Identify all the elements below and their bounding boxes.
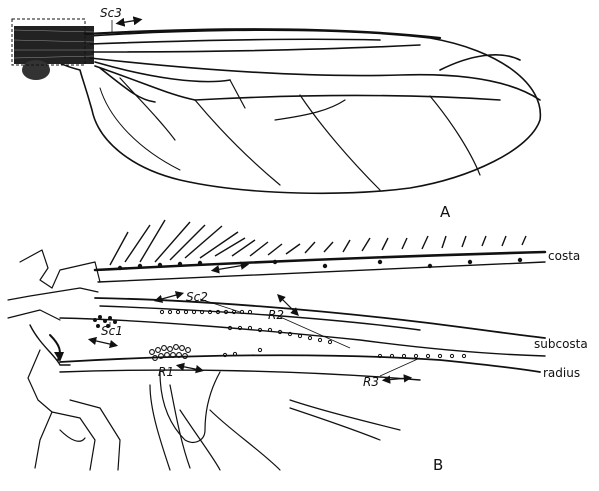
label-sc2: Sc2 (186, 290, 208, 304)
label-costa: costa (548, 249, 580, 263)
label-radius: radius (543, 366, 580, 380)
wing-outline-a (38, 30, 540, 193)
label-r1: R1 (158, 365, 174, 379)
arrow-sc3-a (120, 20, 138, 23)
wing-base-hatching-a (14, 26, 94, 80)
veins-a (90, 39, 540, 190)
radius-vein-b (60, 355, 540, 372)
label-sc1: Sc1 (101, 324, 123, 338)
label-subcosta: subcosta (534, 337, 588, 351)
panel-b-letter: B (433, 456, 443, 474)
thorax-sclerites-b (8, 250, 400, 470)
panel-a-letter: A (440, 203, 451, 221)
label-r2: R2 (268, 308, 284, 322)
costa-vein-b (95, 252, 545, 270)
label-sc3-a: Sc3 (100, 6, 122, 20)
label-r3: R3 (363, 375, 379, 389)
subcosta-vein-b (95, 298, 545, 338)
panel-b: costa subcosta radius Sc1 Sc2 R1 R2 R3 B (8, 220, 588, 474)
panel-a: Sc3 A (12, 6, 540, 221)
costal-bristles-b (110, 220, 526, 265)
sensilla-fields-b (160, 310, 465, 357)
